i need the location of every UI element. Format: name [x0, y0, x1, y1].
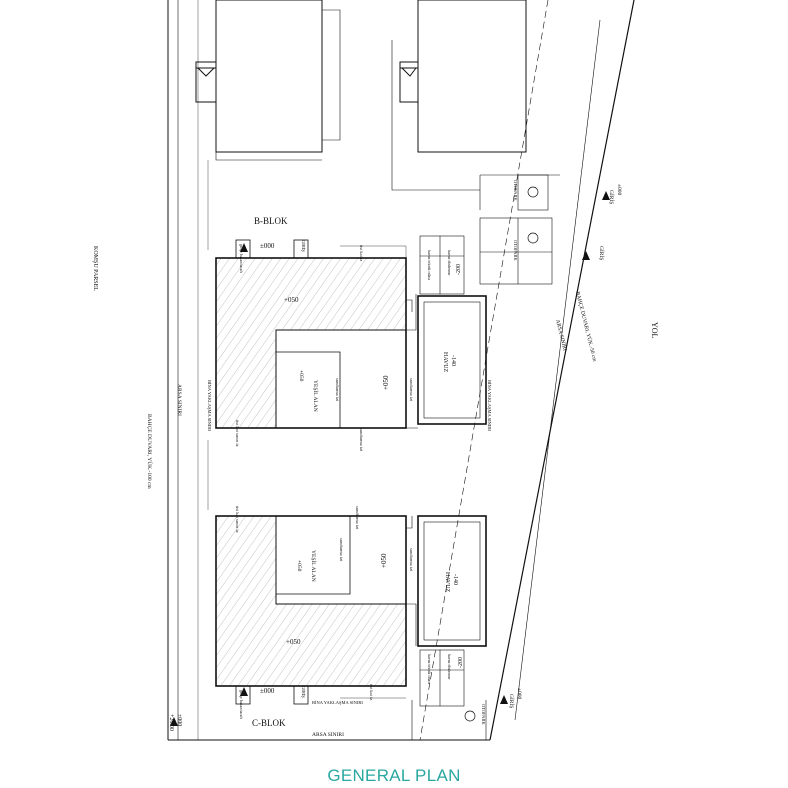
setback-right: BAHÇE DUVARI, YÜK.-50 cm: [574, 291, 598, 363]
c-rest-area: YEŞİL ALAN: [310, 550, 317, 582]
b-entry-detail: girişe bakan tarafı: [239, 244, 244, 274]
road-edge: [489, 0, 635, 741]
c-floor-note-top: üst kat sınırı iz: [235, 506, 240, 533]
road-axis: [419, 0, 549, 741]
neighbor-parcel: KOMŞU PARSEL: [92, 246, 98, 291]
b-stair2: havuz dinlenme: [447, 250, 452, 276]
b-block-title: B-BLOK: [254, 216, 288, 226]
c-pool-label: HAVUZ: [444, 572, 450, 593]
b-floor-note-bottom: üst kat sınırı iz: [235, 420, 240, 447]
b-canopy-3: sundurma izi: [409, 378, 414, 402]
c-floor-note-bottom: üst kat iz: [369, 684, 374, 700]
c-stair2: havuz dinlenme: [447, 654, 452, 680]
road-label: YOL: [650, 322, 659, 339]
c-block-outline: [215, 515, 407, 687]
b-stair: havuz teknik odası: [427, 250, 432, 281]
c-pool-level: -140: [452, 574, 458, 585]
lot-border-left: ARSA SINIRI: [176, 384, 182, 416]
c-entry-level: ±000: [260, 687, 275, 695]
c-level-garden: +050: [380, 553, 388, 568]
garden-wall-right: [514, 19, 601, 721]
b-road-entry-a: GİRİŞ: [608, 190, 615, 204]
b-entry-level: ±000: [260, 242, 275, 250]
b-level-garden: +050: [382, 375, 390, 390]
b-canopy-1: sundurma izi: [335, 378, 340, 402]
b-pool-label: HAVUZ: [442, 352, 448, 373]
c-rest-level: +050: [296, 560, 302, 572]
lot-border-bottom: ARSA SINIRI: [312, 732, 344, 738]
parking-b: [479, 217, 553, 285]
c-level-upper: +050: [286, 638, 301, 646]
c-parking-a: OTOPARK: [481, 704, 486, 726]
b-rest-area: YEŞİL ALAN: [312, 380, 319, 412]
setback-left: BAHÇE DUVARI, YÜK.-100 cm: [146, 414, 153, 489]
b-block-pool: [417, 295, 487, 425]
b-pool-level: -140: [450, 355, 456, 366]
c-canopy-2: sundurma izi: [355, 506, 360, 530]
b-parking-b: OTOPARK: [513, 240, 518, 262]
c-pool-step: -200: [458, 657, 464, 668]
level-markers: [170, 186, 610, 726]
b-block-hatched-area: [215, 257, 407, 429]
c-approach: BİNA YAKLAŞMA SINIRI: [312, 700, 363, 705]
b-parking-a: OTOPARK: [513, 180, 518, 202]
b-approach-left: BİNA YAKLAŞMA SINIRI: [207, 380, 212, 431]
c-road-level: ±000: [516, 688, 522, 700]
b-road-level: ±000: [616, 184, 622, 196]
building-a-right: [417, 0, 527, 153]
corner-level2: +28.00: [168, 714, 174, 731]
c-entry-detail: girişe bakan tarafı: [239, 690, 244, 720]
building-a-left: [215, 0, 323, 153]
c-canopy-1: sundurma izi: [339, 538, 344, 562]
c-road-entry-a: GİRİŞ: [508, 694, 515, 708]
b-road-entry-b: GİRİŞ: [598, 246, 605, 260]
b-approach-right: BİNA YAKLAŞMA SINIRI: [487, 380, 492, 431]
b-canopy-2: sundurma izi: [359, 428, 364, 452]
c-block-pool: [417, 515, 487, 647]
b-pool-step: -200: [456, 264, 462, 275]
c-canopy-3: sundurma izi: [409, 548, 414, 572]
b-rest-level: +050: [298, 370, 304, 382]
b-floor-note-top: üst kat iz: [359, 245, 364, 261]
c-stair: havuz teknik odası: [427, 654, 432, 685]
b-level-upper: +050: [284, 296, 299, 304]
corner-level: ±000: [176, 714, 182, 726]
lot-border-right: ARSA SINIRI: [554, 319, 568, 352]
c-block-hatched-area: [215, 515, 407, 687]
c-entry-label: GİRİŞ: [301, 686, 306, 698]
c-block-title: C-BLOK: [252, 718, 286, 728]
b-entry-label: GİRİŞ: [301, 240, 306, 252]
b-block-outline: [215, 257, 407, 429]
page-caption: GENERAL PLAN: [327, 766, 461, 785]
